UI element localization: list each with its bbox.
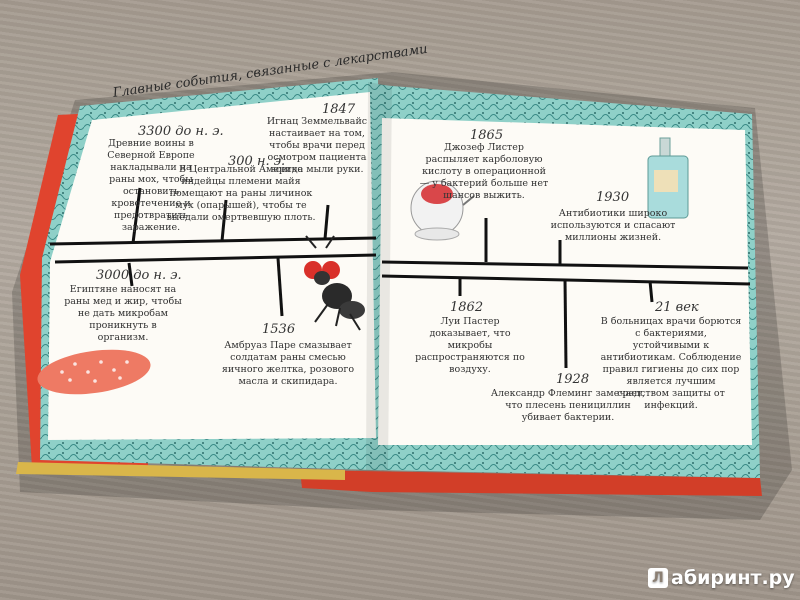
- book-spine: [366, 82, 392, 470]
- event-year: 1930: [596, 190, 630, 205]
- event-year: 3300 до н. э.: [138, 124, 224, 139]
- site-logo-icon: Л: [648, 568, 668, 588]
- event-text: Древние воины в Северной Европе накладыв…: [107, 138, 195, 233]
- event-text: Антибиотики широко используются и спасаю…: [550, 208, 676, 243]
- event-year: 3000 до н. э.: [96, 268, 182, 283]
- bottle-illustration: [647, 137, 689, 219]
- event-text: В больницах врачи борются с бактериями, …: [600, 316, 742, 411]
- bacterium-illustration: [37, 349, 151, 395]
- event-year: 21 век: [655, 300, 699, 315]
- event-text: Египтяне наносят на раны мед и жир, чтоб…: [64, 284, 182, 343]
- event-year: 1847: [322, 102, 356, 117]
- book-cover-bottom: [300, 470, 762, 496]
- event-text: Амбруаз Паре смазывает солдатам раны сме…: [221, 340, 355, 387]
- event-year: 1862: [450, 300, 484, 315]
- event-text: Джозеф Листер распыляет карболовую кисло…: [419, 142, 549, 201]
- left-timeline: [49, 187, 377, 317]
- book-page-edges: [16, 462, 345, 480]
- event-year: 1536: [262, 322, 296, 337]
- event-text: В Центральной Америке индейцы племени ма…: [166, 164, 316, 223]
- watermark-text: абиринт.ру: [671, 567, 795, 589]
- event-year: 300 н. э.: [228, 154, 286, 169]
- event-text: Луи Пастер доказывает, что микробы распр…: [415, 316, 525, 375]
- event-year: 1928: [556, 372, 590, 387]
- carbolic-sprayer-illustration: [410, 180, 475, 241]
- fly-illustration: [304, 235, 365, 331]
- right-timeline: [381, 218, 751, 369]
- event-text: Игнац Земмельвайс настаивает на том, что…: [266, 116, 368, 175]
- event-year: 1865: [470, 128, 504, 143]
- event-text: Александр Флеминг замечает, что плесень …: [490, 388, 646, 423]
